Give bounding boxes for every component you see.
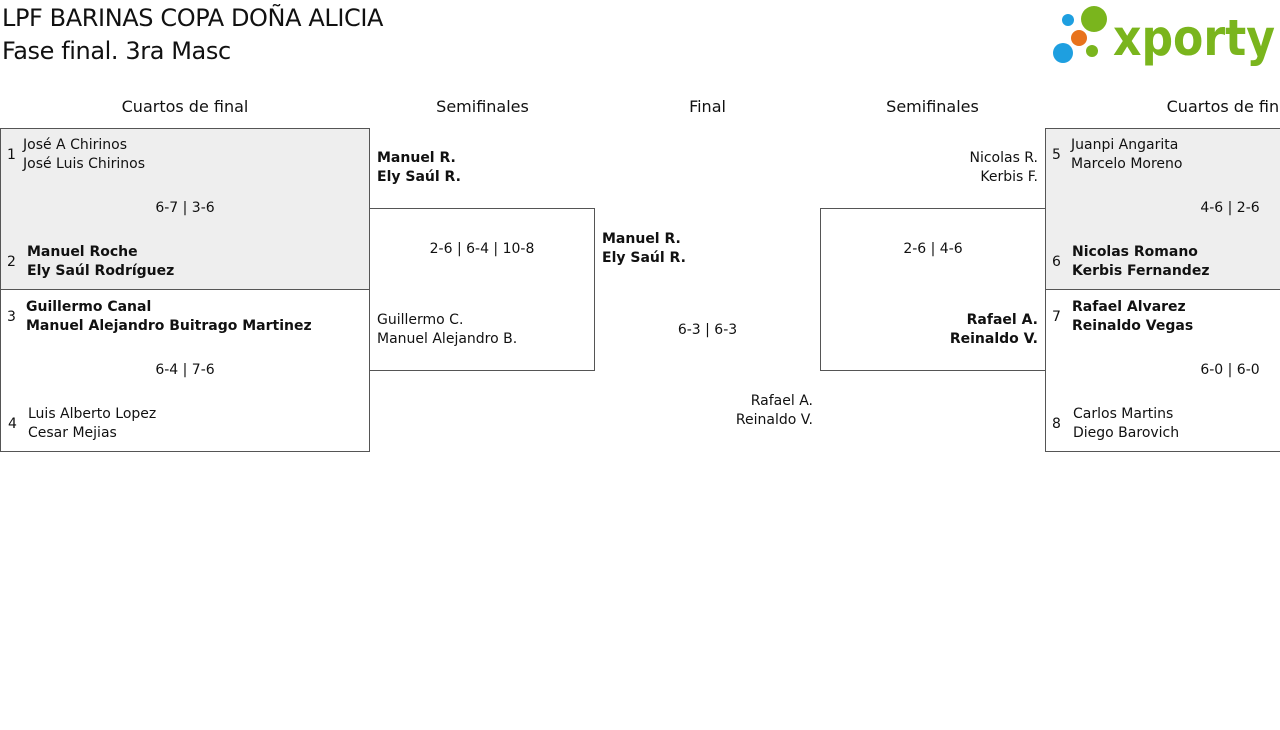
match-score: 2-6 | 6-4 | 10-8 (429, 241, 535, 257)
team-player-name: Kerbis F. (980, 169, 1038, 185)
team-player-name-winner: Reinaldo Vegas (1072, 318, 1194, 334)
team-player-name-winner: Kerbis Fernandez (1072, 263, 1210, 279)
team-player-name: Cesar Mejias (28, 425, 117, 441)
team-player-name-winner: Ely Saúl Rodríguez (27, 263, 175, 279)
logo-dot-blue-large (1053, 43, 1073, 63)
team-player-name-winner: Ely Saúl R. (377, 169, 461, 185)
team-player-name-winner: Manuel R. (602, 231, 681, 247)
page-title: LPF BARINAS COPA DOÑA ALICIA (2, 4, 384, 32)
team-player-name: José Luis Chirinos (23, 156, 146, 172)
team-player-name: Reinaldo V. (735, 412, 813, 428)
logo-dot-green-large (1081, 6, 1107, 32)
match-quarterfinal-4[interactable] (1045, 289, 1280, 452)
logo-dot-green-small (1086, 45, 1098, 57)
match-quarterfinal-1[interactable] (0, 128, 370, 290)
team-player-name-winner: Ely Saúl R. (602, 250, 686, 266)
match-score: 2-6 | 4-6 (903, 241, 963, 257)
match-score: 6-3 | 6-3 (677, 322, 738, 338)
team-player-name: Carlos Martins (1073, 406, 1174, 422)
match-score: 6-7 | 3-6 (155, 200, 215, 216)
logo-dot-orange (1071, 30, 1087, 46)
seed-number: 6 (1052, 254, 1061, 270)
team-player-name: Nicolas R. (969, 150, 1038, 166)
team-player-name: Guillermo C. (377, 312, 464, 328)
team-player-name: Luis Alberto Lopez (28, 406, 157, 422)
header-left-quarterfinals: Cuartos de final (121, 97, 249, 116)
team-player-name-winner: Rafael Alvarez (1072, 299, 1186, 315)
team-player-name-winner: Reinaldo V. (949, 331, 1038, 347)
seed-number: 1 (7, 147, 16, 163)
logo-dot-blue-small (1062, 14, 1074, 26)
team-player-name-winner: Manuel R. (377, 150, 456, 166)
team-player-name-winner: Nicolas Romano (1072, 244, 1198, 260)
team-player-name-winner: Manuel Roche (27, 244, 138, 260)
team-player-name: Rafael A. (750, 393, 813, 409)
logo-text: xporty (1113, 9, 1275, 67)
team-player-name: José A Chirinos (23, 137, 127, 153)
match-score: 6-0 | 6-0 (1200, 362, 1260, 378)
match-score: 4-6 | 2-6 (1200, 200, 1260, 216)
seed-number: 8 (1052, 416, 1061, 432)
team-player-name-winner: Manuel Alejandro Buitrago Martinez (26, 318, 312, 334)
seed-number: 5 (1052, 147, 1061, 163)
header-right-semifinals: Semifinales (886, 97, 979, 116)
xporty-logo[interactable]: xporty (1050, 2, 1278, 68)
seed-number: 4 (8, 416, 17, 432)
team-player-name-winner: Rafael A. (966, 312, 1038, 328)
team-player-name: Manuel Alejandro B. (377, 331, 518, 347)
team-player-name: Juanpi Angarita (1071, 137, 1179, 153)
page-subtitle: Fase final. 3ra Masc (2, 37, 231, 65)
team-player-name: Marcelo Moreno (1071, 156, 1183, 172)
match-score: 6-4 | 7-6 (155, 362, 215, 378)
header-left-semifinals: Semifinales (436, 97, 529, 116)
match-quarterfinal-3[interactable] (1045, 128, 1280, 290)
match-semifinal-1[interactable] (369, 208, 595, 371)
seed-number: 3 (7, 309, 16, 325)
seed-number: 7 (1052, 309, 1061, 325)
seed-number: 2 (7, 254, 16, 270)
logo-graphic: xporty (1053, 6, 1275, 67)
header-final: Final (689, 97, 726, 116)
team-player-name-winner: Guillermo Canal (26, 299, 152, 315)
team-player-name: Diego Barovich (1073, 425, 1180, 441)
header-right-quarterfinals: Cuartos de final (1166, 97, 1280, 116)
